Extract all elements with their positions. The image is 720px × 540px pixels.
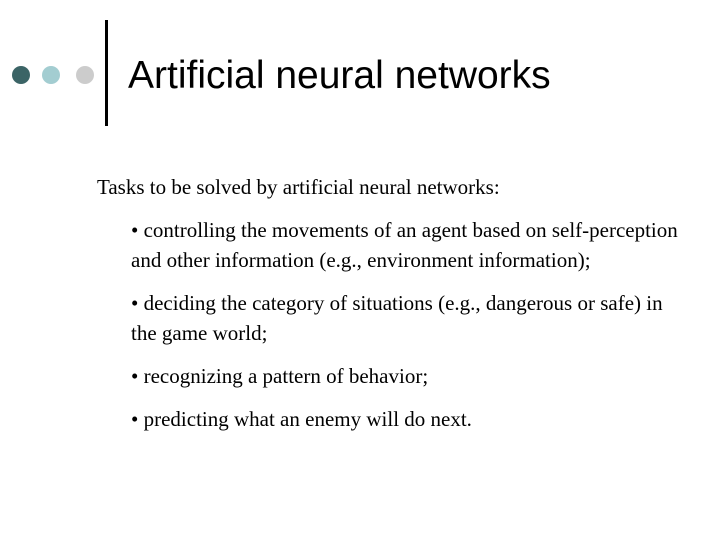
task-item: • controlling the movements of an agent … [131, 218, 678, 272]
decorative-dot-light [42, 66, 60, 84]
decorative-dot-grey [76, 66, 94, 84]
task-item: • recognizing a pattern of behavior; [131, 364, 429, 388]
decorative-dot-dark [12, 66, 30, 84]
task-item: • predicting what an enemy will do next. [131, 407, 472, 431]
task-list: • controlling the movements of an agent … [131, 215, 691, 447]
task-item: • deciding the category of situations (e… [131, 291, 663, 345]
intro-text: Tasks to be solved by artificial neural … [97, 175, 500, 199]
slide-title: Artificial neural networks [128, 54, 551, 97]
title-divider [105, 20, 108, 126]
